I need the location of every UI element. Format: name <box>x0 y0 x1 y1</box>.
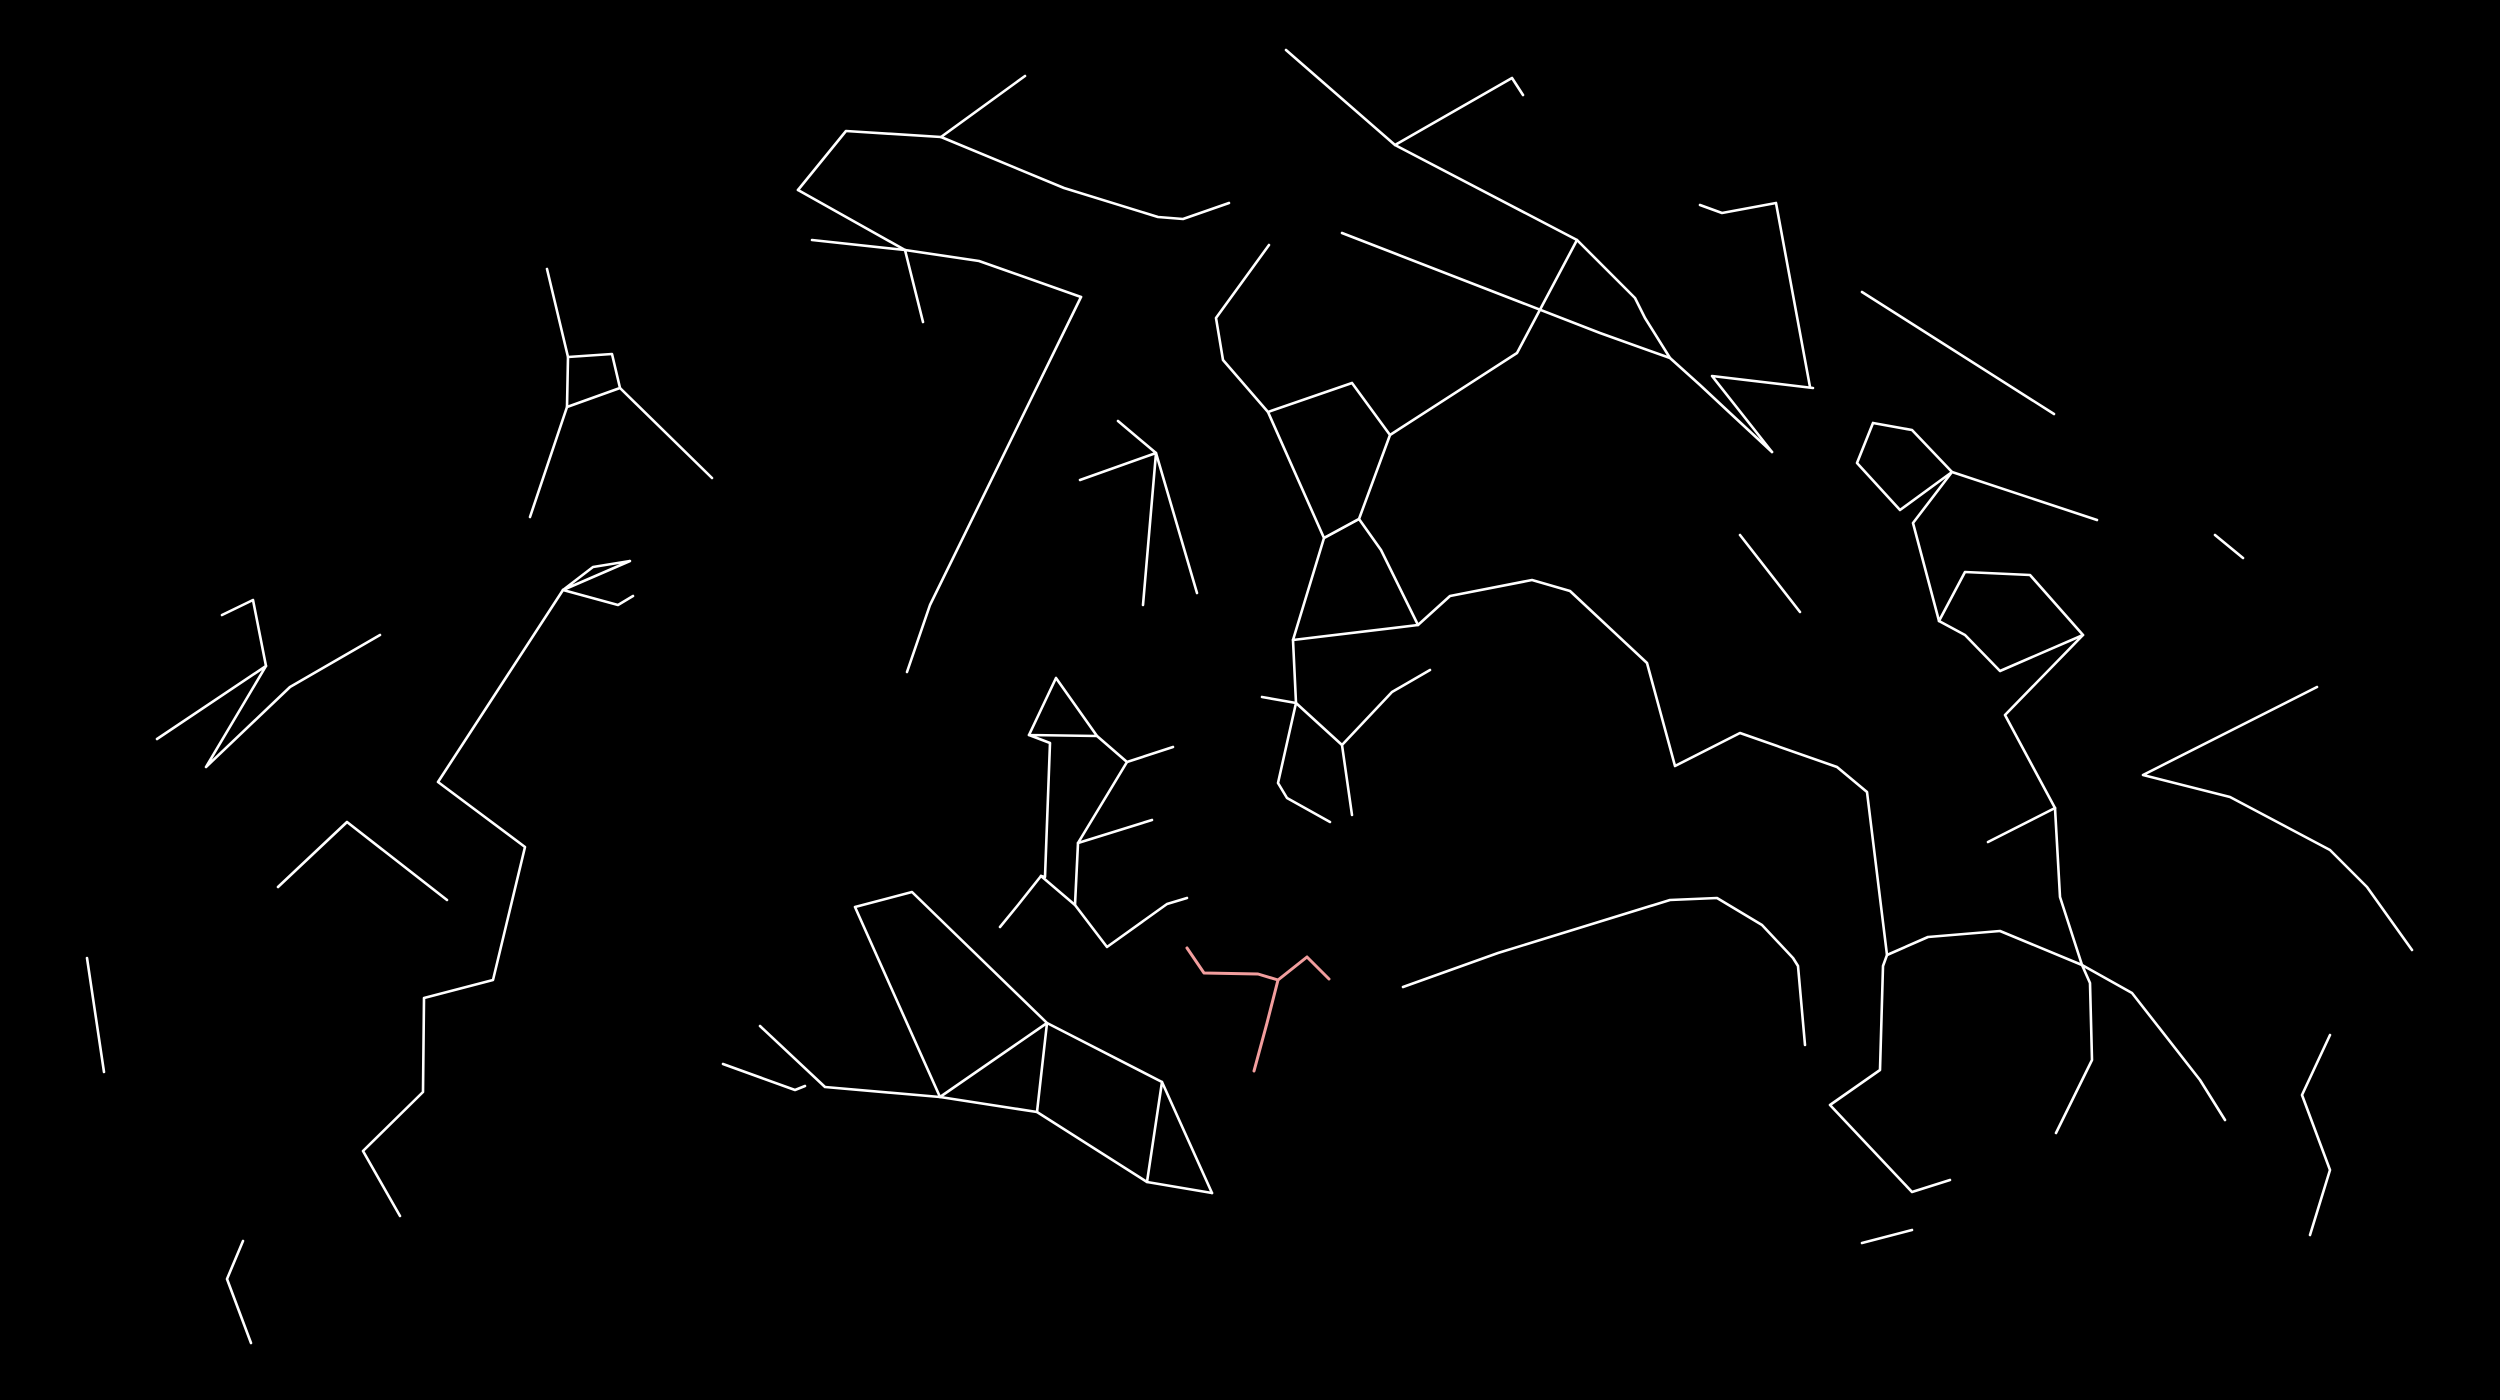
bird-above-highlight <box>1260 638 1432 824</box>
small-tick-center-left-line <box>721 1062 807 1092</box>
boat-figure-line <box>1160 1080 1214 1195</box>
n-zigzag-figure-line <box>1710 374 1815 454</box>
long-diagonal-trunk-line <box>1393 76 1525 147</box>
left-lambda-line <box>276 820 449 902</box>
top-center-whale-line <box>939 74 1027 139</box>
left-lone-segment-line <box>85 956 106 1074</box>
bird-above-highlight-line <box>1294 668 1432 747</box>
ne-long-diagonal <box>1860 290 2056 416</box>
top-center-whale <box>796 74 1231 674</box>
top-center-whale-line <box>796 188 907 252</box>
right-cluster-small-tick-line <box>1860 1228 1914 1245</box>
quad-with-legs-line <box>528 405 569 519</box>
bird-with-long-tail-zigzag-line <box>361 588 565 1218</box>
hourglass-with-stem-line <box>1291 517 1420 642</box>
long-diagonal-trunk-line <box>1340 231 1672 360</box>
right-cluster-small-tick <box>1860 1228 1914 1245</box>
x-star-figure <box>1078 419 1199 607</box>
bird-above-highlight-line <box>1340 743 1354 817</box>
hourglass-with-stem-line <box>1266 381 1392 540</box>
right-cluster-upper-chain <box>1416 578 2084 1194</box>
right-person-figure <box>1937 570 2227 1135</box>
top-center-whale-line <box>810 238 907 252</box>
central-tree-line <box>1039 874 1077 907</box>
right-cluster-upper-chain-line <box>1416 578 1952 1194</box>
bird-with-long-tail-zigzag-line <box>561 559 632 592</box>
left-arrow-zigzag-line <box>155 598 268 741</box>
bottom-left-hook-line <box>225 1239 253 1345</box>
central-tree-line <box>1076 818 1154 845</box>
far-right-check-diagonal-line <box>2141 685 2414 952</box>
boat-figure-line <box>758 1024 1214 1195</box>
ne-short-tick-line <box>2213 533 2245 560</box>
boat-figure-line <box>1035 1021 1164 1184</box>
long-diagonal-trunk-line <box>1284 48 1774 454</box>
hourglass-with-stem <box>1214 238 1579 642</box>
right-person-figure-line <box>2080 963 2227 1122</box>
steep-lone-segment-line <box>1738 533 1802 614</box>
quad-with-legs-line <box>618 386 714 480</box>
top-center-whale-line <box>905 295 1083 674</box>
bird-with-long-tail-zigzag <box>361 559 635 1218</box>
left-lambda <box>276 820 449 902</box>
hourglass-with-stem-line <box>1214 243 1271 414</box>
far-right-bottom-zigzag-line <box>2300 1033 2332 1237</box>
central-tree <box>998 676 1189 949</box>
far-right-check-diagonal <box>2141 685 2414 952</box>
central-tree-line <box>1027 676 1099 738</box>
bird-with-long-tail-zigzag-line <box>561 588 635 607</box>
hourglass-with-stem-line <box>1388 238 1579 437</box>
steep-lone-segment <box>1738 533 1802 614</box>
pentagon-figure-line <box>1855 421 1954 512</box>
top-center-whale-line <box>903 248 925 324</box>
small-tick-center-left <box>721 1062 807 1092</box>
highlighted-constellation-line <box>1252 978 1280 1073</box>
ne-long-diagonal-line <box>1860 290 2056 416</box>
right-cluster-upper-chain-line <box>1885 929 2084 967</box>
ne-short-tick <box>2213 533 2245 560</box>
highlighted-constellation-line <box>1185 946 1331 982</box>
pentagon-figure-line <box>1950 470 2099 522</box>
long-diagonal-trunk <box>1284 48 1774 454</box>
central-tree-line <box>1095 734 1175 764</box>
x-star-figure-line <box>1078 451 1158 607</box>
highlighted-constellation <box>1185 946 1331 1073</box>
left-arrow-zigzag-line <box>204 633 382 769</box>
left-lone-segment <box>85 956 106 1074</box>
central-tree-line <box>998 874 1043 929</box>
boat-figure <box>758 890 1214 1195</box>
x-star-figure-line <box>1116 419 1199 595</box>
central-tree-line <box>1027 733 1052 879</box>
right-cluster-lower-chain-line <box>1401 896 1807 1047</box>
top-center-whale-line <box>796 129 943 192</box>
top-center-whale-line <box>903 248 1083 299</box>
right-person-figure-line <box>1986 806 2057 844</box>
quad-with-legs-line <box>545 267 570 359</box>
right-person-figure-line <box>2053 806 2094 1135</box>
pentagon-figure-line <box>1911 470 1954 623</box>
boat-figure-line <box>853 890 1049 1099</box>
bird-above-highlight-line <box>1291 638 1298 705</box>
right-cluster-lower-chain <box>1401 896 1807 1047</box>
top-center-whale-line <box>939 135 1231 221</box>
far-right-bottom-zigzag <box>2300 1033 2332 1237</box>
bird-above-highlight-line <box>1260 695 1332 824</box>
quad-with-legs <box>528 267 714 519</box>
n-zigzag-figure <box>1698 201 1815 454</box>
quad-with-legs-line <box>565 352 622 409</box>
bottom-left-hook <box>225 1239 253 1345</box>
right-person-figure-line <box>2003 633 2085 810</box>
pentagon-figure <box>1855 421 2099 623</box>
central-tree-line <box>1073 760 1129 907</box>
n-zigzag-figure-line <box>1698 201 1812 389</box>
central-tree-line <box>1073 896 1189 949</box>
left-arrow-zigzag <box>155 598 382 769</box>
